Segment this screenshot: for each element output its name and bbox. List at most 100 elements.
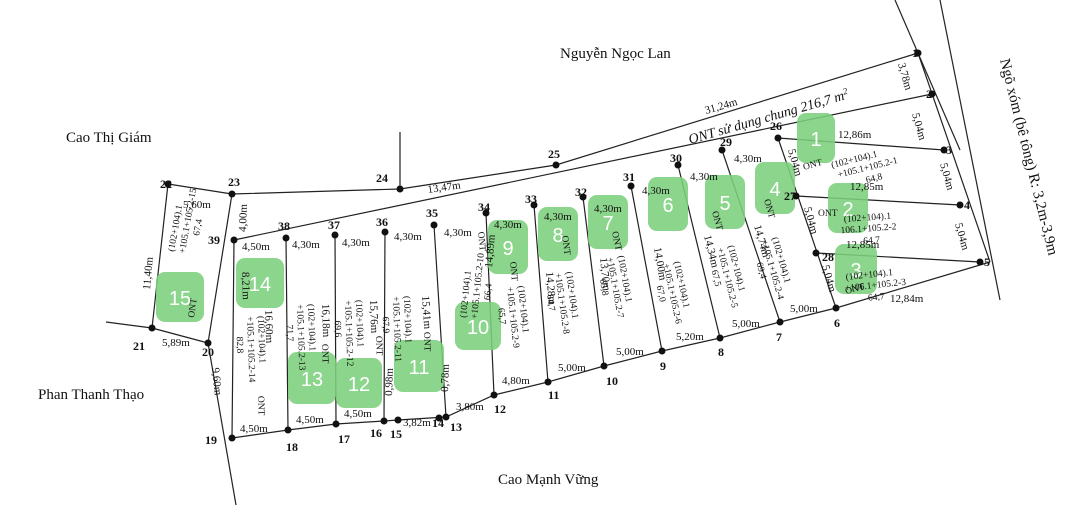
dim-bottom-9-10: 5,00m <box>616 346 644 358</box>
node-dot-36 <box>381 228 389 236</box>
ont-label-lot-15: ONT <box>187 297 200 318</box>
dim-top-34: 4,30m <box>444 227 472 239</box>
lot-number-13: 13 <box>301 369 323 391</box>
dim-top-37: 4,30m <box>292 239 320 251</box>
node-dot-35 <box>430 221 438 229</box>
lot-number-11: 11 <box>409 357 430 379</box>
top-boundary <box>231 52 919 195</box>
node-dot-18 <box>284 426 292 434</box>
dim-9-depth: 14,28m <box>543 271 558 306</box>
node-label-7: 7 <box>776 330 782 344</box>
dim-top-13-47: 13,47m <box>427 179 462 196</box>
lot-badge-13[interactable] <box>288 352 336 404</box>
dim-bottom-7-8: 5,00m <box>732 318 760 330</box>
node-label-16: 16 <box>370 426 382 440</box>
node-dot-5 <box>976 258 984 266</box>
node-label-32: 32 <box>575 185 587 199</box>
dim-22-23: 5,60m <box>183 199 211 211</box>
node-dot-24 <box>396 185 404 193</box>
dim-bottom-12-13: 3,80m <box>456 401 484 413</box>
lot-badge-1[interactable] <box>797 113 835 163</box>
node-dot-7 <box>776 318 784 326</box>
dim-19-20: 9,60m <box>209 367 224 396</box>
ont-label-lot-3: ONT <box>844 282 866 296</box>
lot-badge-9[interactable] <box>488 220 528 274</box>
lot-badge-14[interactable] <box>236 258 284 308</box>
node-dot-38 <box>282 234 290 242</box>
lot-badge-12[interactable] <box>336 358 382 408</box>
node-dot-10 <box>600 362 608 370</box>
plot-label-lot-11: (102+104).1+105.1+105.2-1167,9 <box>379 296 414 363</box>
lot-badge-4[interactable] <box>755 162 795 214</box>
street-label-west: Cao Thị Giám <box>66 130 152 146</box>
west-line-low <box>207 342 237 506</box>
node-label-34: 34 <box>478 200 490 214</box>
node-dot-12 <box>490 391 498 399</box>
div-36 <box>383 231 386 422</box>
node-dot-20 <box>204 339 212 347</box>
node-dot-8 <box>716 334 724 342</box>
node-labels: 1 2 3 4 5 6 7 8 9 10 11 12 13 14 15 16 1… <box>133 46 990 454</box>
node-label-39: 39 <box>208 233 220 247</box>
lot-badge-3[interactable] <box>835 244 877 294</box>
corner-22-23 <box>167 183 233 195</box>
street-label-southwest: Phan Thanh Thạo <box>38 387 144 403</box>
node-label-25: 25 <box>548 147 560 161</box>
lot-number-15: 15 <box>169 288 191 310</box>
node-label-24: 24 <box>376 171 388 185</box>
plot-label-lot-14: (102+104).1+105.1+105.2-1482,8 <box>233 316 268 383</box>
dim-bottom-18-19: 4,50m <box>240 423 268 435</box>
node-label-33: 33 <box>525 192 537 206</box>
plot-label-lot-12: (102+104).1+105.1+105.2-1269,6 <box>331 300 366 367</box>
node-label-28: 28 <box>822 250 834 264</box>
lot-number-12: 12 <box>348 374 370 396</box>
lot-badge-10[interactable] <box>455 302 501 350</box>
node-dot-34 <box>482 209 490 217</box>
dim-12-depth: 15,76m <box>367 300 380 334</box>
node-label-12: 12 <box>494 402 506 416</box>
lot-badge-6[interactable] <box>648 177 688 231</box>
ont-label-lot-9: ONT <box>507 261 519 282</box>
lot-badge-11[interactable] <box>394 340 444 392</box>
lot-number-14: 14 <box>249 274 271 296</box>
node-label-18: 18 <box>286 440 298 454</box>
node-dot-23 <box>228 190 236 198</box>
lot-badge-2[interactable] <box>828 183 868 233</box>
dim-lot1-width: 12,86m <box>838 129 872 141</box>
node-dot-33 <box>530 201 538 209</box>
lot-badge-15[interactable] <box>156 272 204 322</box>
lot-badge-7[interactable] <box>588 195 628 249</box>
node-label-13: 13 <box>450 420 462 434</box>
dim-bottom-17-18: 4,50m <box>296 414 324 426</box>
lot-number-3: 3 <box>850 260 861 282</box>
dim-11-depth: 15,41m <box>419 295 433 330</box>
node-dot-30 <box>674 161 682 169</box>
node-label-36: 36 <box>376 215 388 229</box>
node-label-23: 23 <box>228 175 240 189</box>
node-dot-1 <box>914 49 922 57</box>
ont-label-lot-7: ONT <box>609 231 623 252</box>
lot-badges <box>156 113 877 408</box>
ont-label-lot-8: ONT <box>559 235 572 256</box>
node-label-10: 10 <box>606 374 618 388</box>
node-label-4: 4 <box>964 198 970 212</box>
ont-label-lot-12: ONT <box>373 336 384 356</box>
dim-lot2-width: 12,85m <box>850 181 884 193</box>
dim-top-29: 4,30m <box>690 171 718 183</box>
lot-number-8: 8 <box>552 225 563 247</box>
dim-14-side: 8,21m <box>239 272 252 301</box>
ont-label-lot-13: ONT <box>319 344 330 364</box>
node-dot-25 <box>552 161 560 169</box>
node-label-37: 37 <box>328 218 340 232</box>
node-label-1: 1 <box>912 46 918 60</box>
lot-badge-8[interactable] <box>538 207 578 261</box>
lot-badge-5[interactable] <box>705 175 745 229</box>
node-label-2: 2 <box>926 87 932 101</box>
dim-bottom-8-9: 5,20m <box>676 331 704 343</box>
dim-top-38: 4,50m <box>242 241 270 253</box>
lot-number-7: 7 <box>602 213 613 235</box>
lot-number-9: 9 <box>502 238 513 260</box>
lot-number-2: 2 <box>842 199 853 221</box>
node-dot-28 <box>812 249 820 257</box>
